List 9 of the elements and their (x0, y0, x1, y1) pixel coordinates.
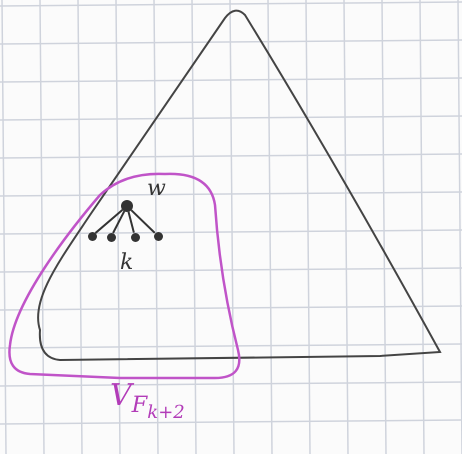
degree-label: k (120, 250, 134, 275)
graph-edge (112, 210, 126, 234)
vertex-dot (154, 232, 162, 240)
graph-edge (128, 212, 135, 233)
graph-edge (94, 209, 124, 234)
vertex-dot (88, 232, 96, 240)
vertex-label: w (147, 176, 166, 201)
graph-edge (130, 209, 156, 234)
vertex-dot (121, 200, 133, 212)
